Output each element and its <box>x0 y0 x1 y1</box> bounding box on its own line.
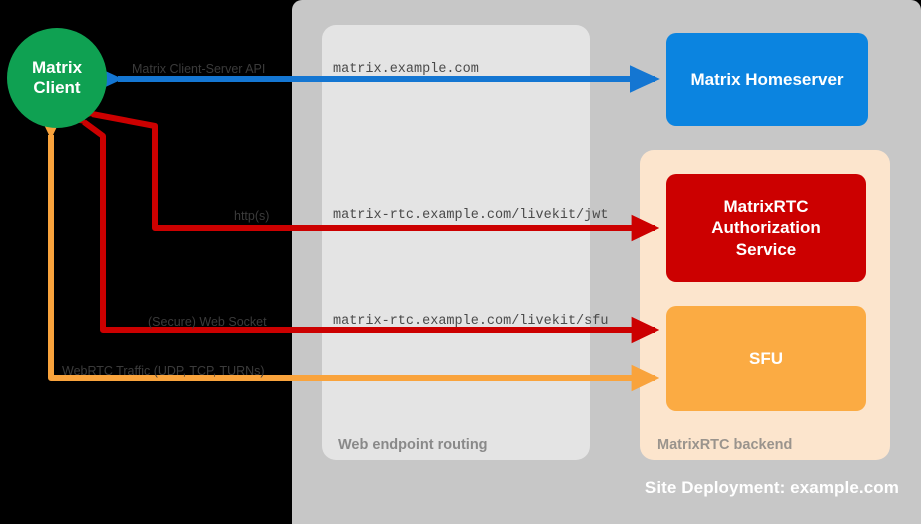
web-endpoint-routing-container <box>322 25 590 460</box>
site-deployment-label: Site Deployment: example.com <box>644 478 899 497</box>
endpoint-label-livekit-jwt: matrix-rtc.example.com/livekit/jwt <box>333 208 609 223</box>
matrix-client-label-line1: Matrix <box>31 57 83 77</box>
node-matrixrtc-authorization-service: MatrixRTC Authorization Service <box>666 174 866 282</box>
connector-label-client-server-api: Matrix Client-Server API <box>132 62 266 76</box>
matrixrtc-backend-label: MatrixRTC backend <box>657 437 793 453</box>
connector-label-web-socket: (Secure) Web Socket <box>148 315 267 329</box>
connector-label-webrtc: WebRTC Traffic (UDP, TCP, TURNs) <box>62 364 265 378</box>
matrix-homeserver-label: Matrix Homeserver <box>690 69 844 89</box>
auth-service-label-line2: Authorization <box>711 218 821 238</box>
auth-service-label-line3: Service <box>735 239 797 259</box>
auth-service-label-line1: MatrixRTC <box>723 196 809 216</box>
node-matrix-homeserver: Matrix Homeserver <box>666 33 868 126</box>
matrix-client-label-line2: Client <box>33 78 81 97</box>
endpoint-label-matrix: matrix.example.com <box>333 62 479 77</box>
node-sfu: SFU <box>666 306 866 411</box>
connector-label-https: http(s) <box>234 209 270 223</box>
endpoint-label-livekit-sfu: matrix-rtc.example.com/livekit/sfu <box>333 314 609 329</box>
sfu-label: SFU <box>749 348 783 368</box>
node-matrix-client: Matrix Client <box>7 28 107 128</box>
web-endpoint-routing-label: Web endpoint routing <box>338 437 488 453</box>
